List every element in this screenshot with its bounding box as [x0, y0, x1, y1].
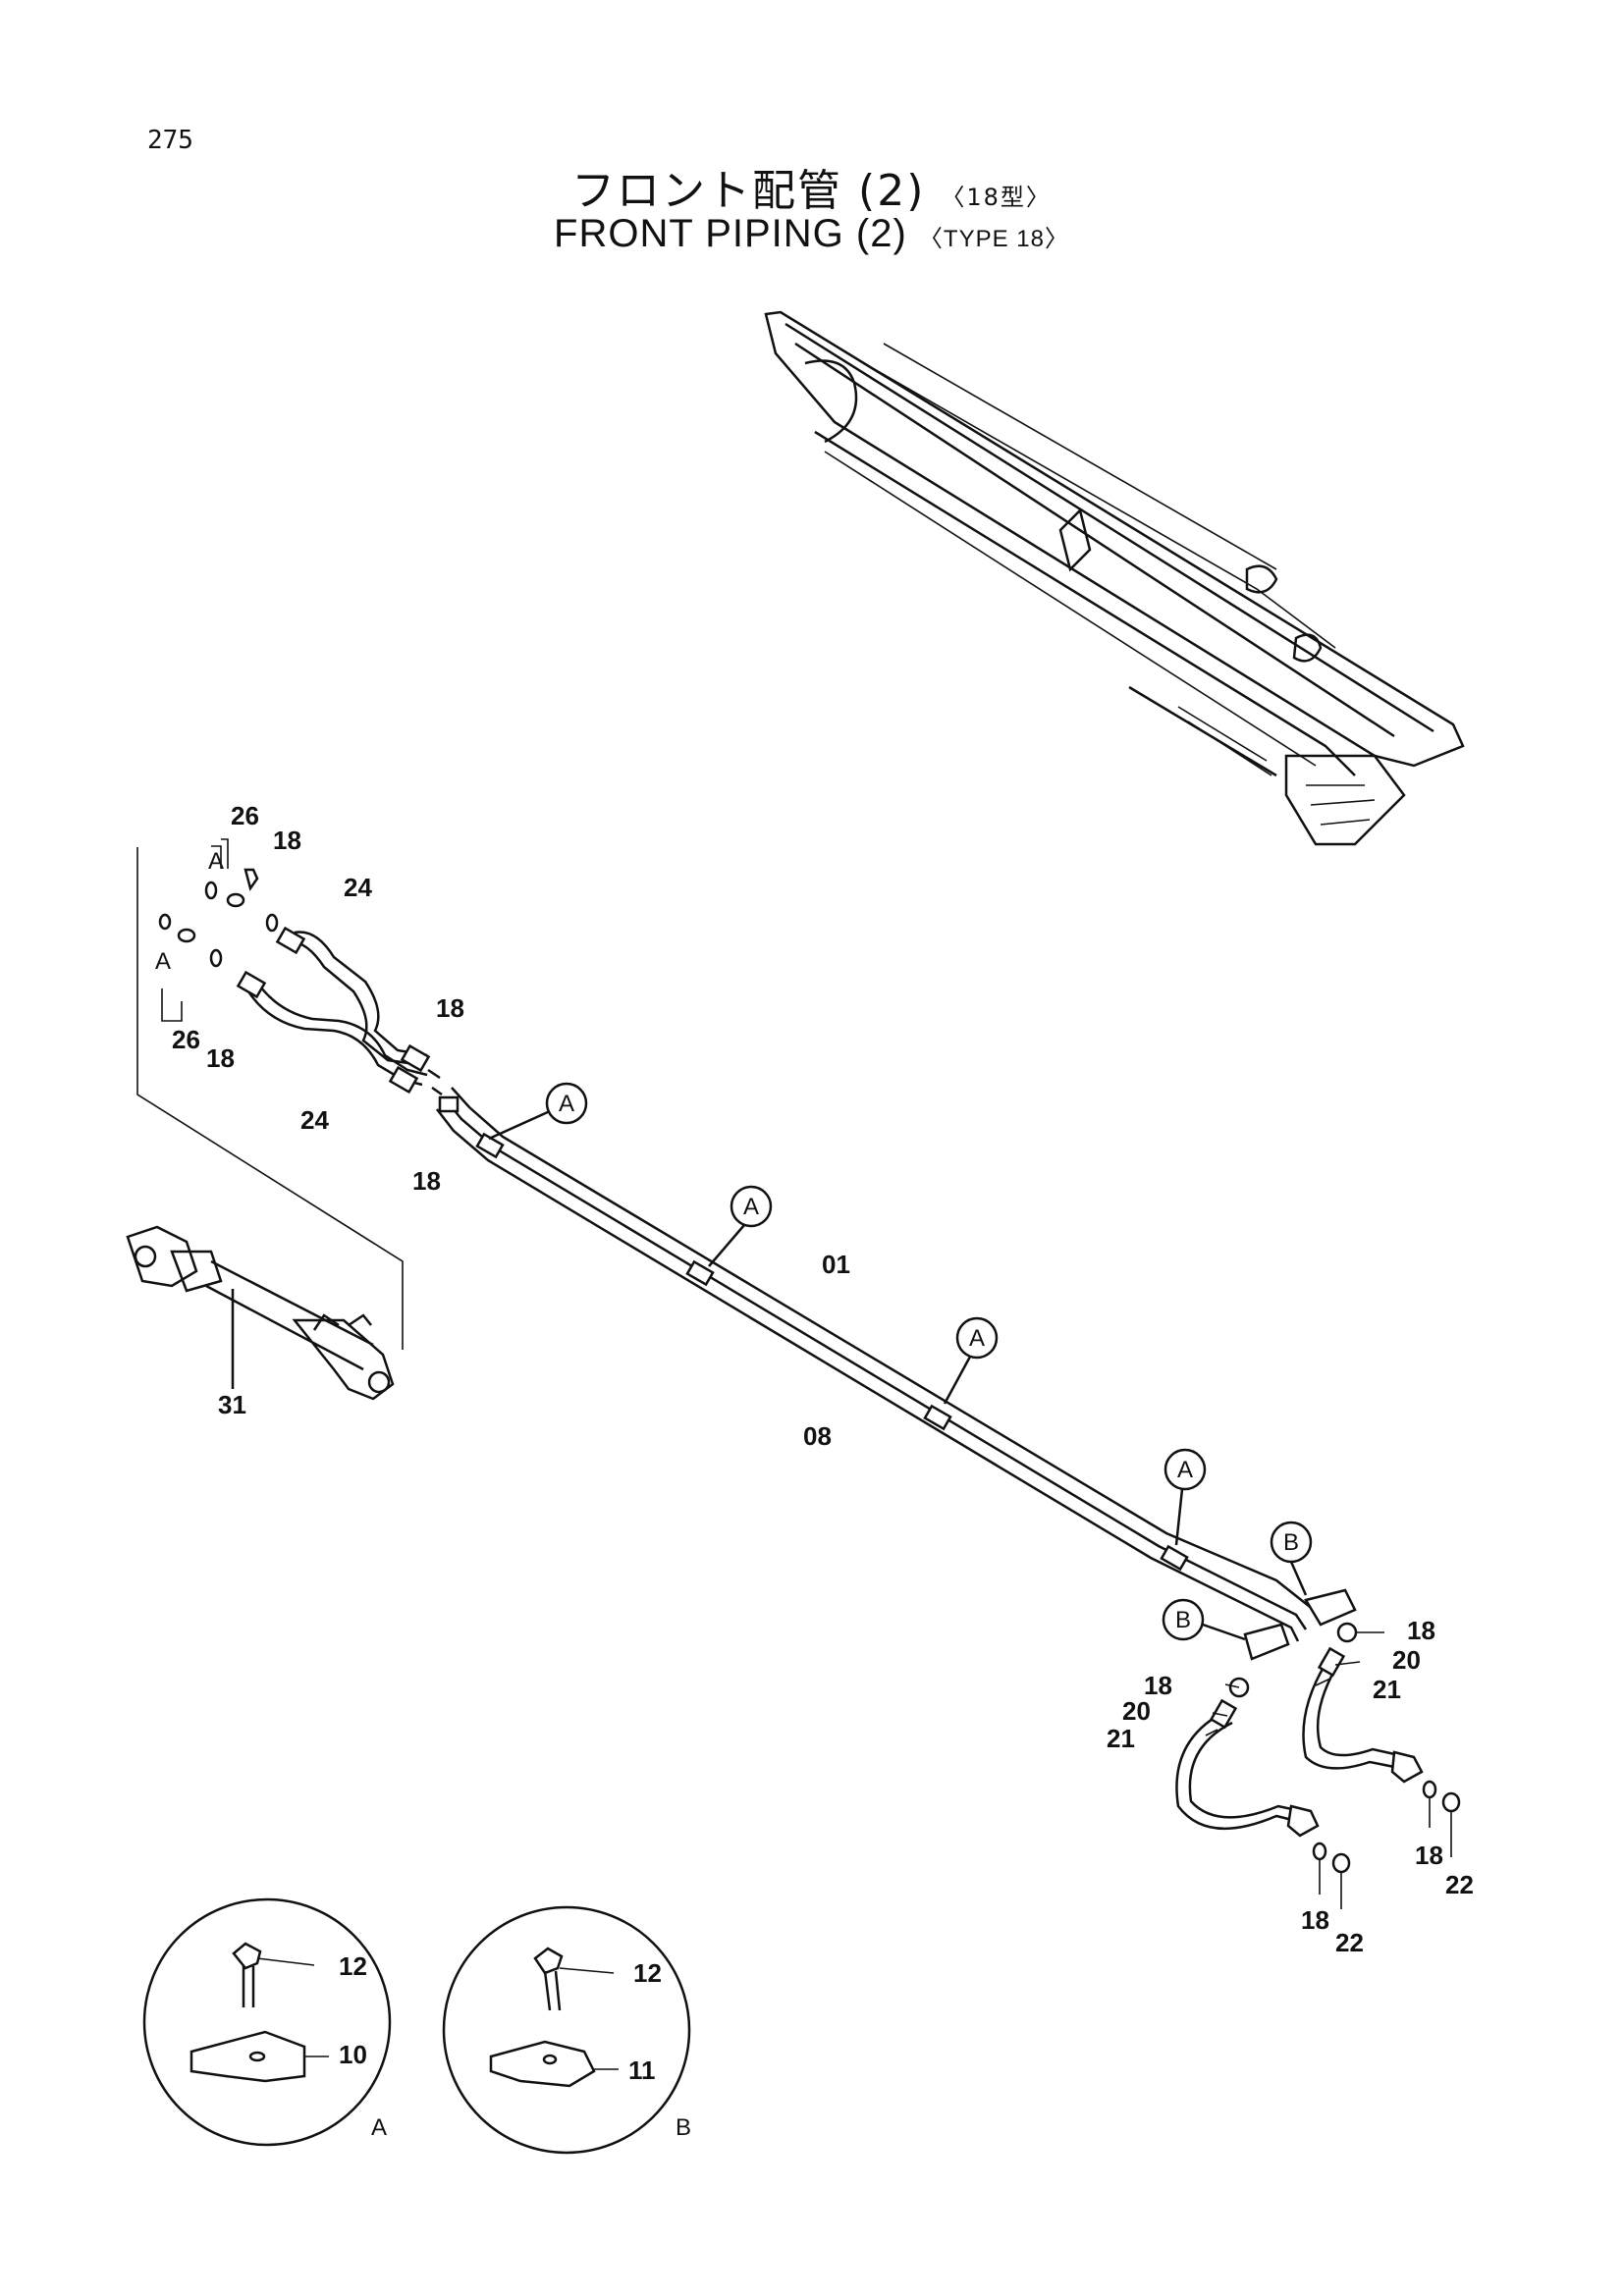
callout-a-2: A [708, 1185, 773, 1267]
detail-circle-a [142, 1897, 392, 2147]
label-01: 01 [822, 1250, 850, 1279]
callout-b-2: B [1162, 1598, 1246, 1641]
hose-group-upper-left [136, 838, 443, 1350]
part-labels: 26 A 18 24 A 26 18 18 24 18 01 08 31 18 … [155, 801, 1474, 2141]
callout-a-3: A [943, 1316, 999, 1405]
label-20-r2: 20 [1122, 1696, 1151, 1726]
label-a-mid: A [155, 948, 171, 975]
pipe-assembly [436, 1087, 1357, 1661]
label-a-top: A [208, 848, 224, 875]
svg-text:A: A [1177, 1457, 1193, 1483]
cylinder-31 [126, 1225, 395, 1401]
detail-circle-b [442, 1905, 691, 2155]
label-26-top: 26 [231, 801, 259, 830]
label-22-r2: 22 [1335, 1928, 1364, 1957]
label-31: 31 [218, 1390, 246, 1419]
page-number: 275 [147, 126, 193, 155]
label-08: 08 [803, 1421, 832, 1451]
label-a-detail: A [371, 2114, 387, 2141]
label-21-r2: 21 [1107, 1724, 1135, 1753]
label-24-bottom: 24 [300, 1105, 329, 1135]
svg-text:A: A [743, 1194, 759, 1220]
label-18-r4: 18 [1301, 1905, 1329, 1935]
label-18-top: 18 [273, 826, 301, 855]
svg-text:A: A [969, 1325, 985, 1352]
page-title-en: FRONT PIPING (2) 〈TYPE 18〉 [0, 212, 1623, 256]
label-18-r1: 18 [1407, 1616, 1435, 1645]
svg-text:B: B [1175, 1607, 1191, 1633]
svg-text:A: A [559, 1091, 574, 1117]
label-11: 11 [628, 2056, 656, 2085]
label-24-top: 24 [344, 873, 372, 902]
label-18-r2: 18 [1144, 1671, 1172, 1700]
title-en-tag: 〈TYPE 18〉 [918, 226, 1069, 252]
label-20-r1: 20 [1392, 1645, 1421, 1675]
title-jp-tag: 〈18型〉 [941, 184, 1052, 211]
callout-a-1: A [488, 1082, 588, 1141]
label-12-b: 12 [633, 1958, 662, 1988]
label-18-upper: 18 [436, 993, 464, 1023]
label-18-r3: 18 [1415, 1841, 1443, 1870]
label-18-left: 18 [206, 1043, 235, 1073]
callout-a-4: A [1163, 1448, 1207, 1546]
title-jp-text: フロント配管 (2) [571, 166, 926, 216]
svg-text:B: B [1283, 1529, 1299, 1556]
page-title-jp: フロント配管 (2) 〈18型〉 [0, 155, 1623, 218]
label-12-a: 12 [339, 1951, 367, 1981]
title-en-text: FRONT PIPING (2) [554, 212, 907, 255]
excavator-arm-overview [764, 310, 1465, 846]
label-10: 10 [339, 2040, 367, 2069]
label-21-r1: 21 [1373, 1675, 1401, 1704]
label-22-r1: 22 [1445, 1870, 1474, 1899]
label-b-detail: B [676, 2114, 691, 2141]
hose-group-lower-right [1175, 1622, 1461, 1909]
label-26-bottom: 26 [172, 1025, 200, 1054]
callout-b-1: B [1270, 1521, 1313, 1596]
label-18-lower: 18 [412, 1166, 441, 1196]
